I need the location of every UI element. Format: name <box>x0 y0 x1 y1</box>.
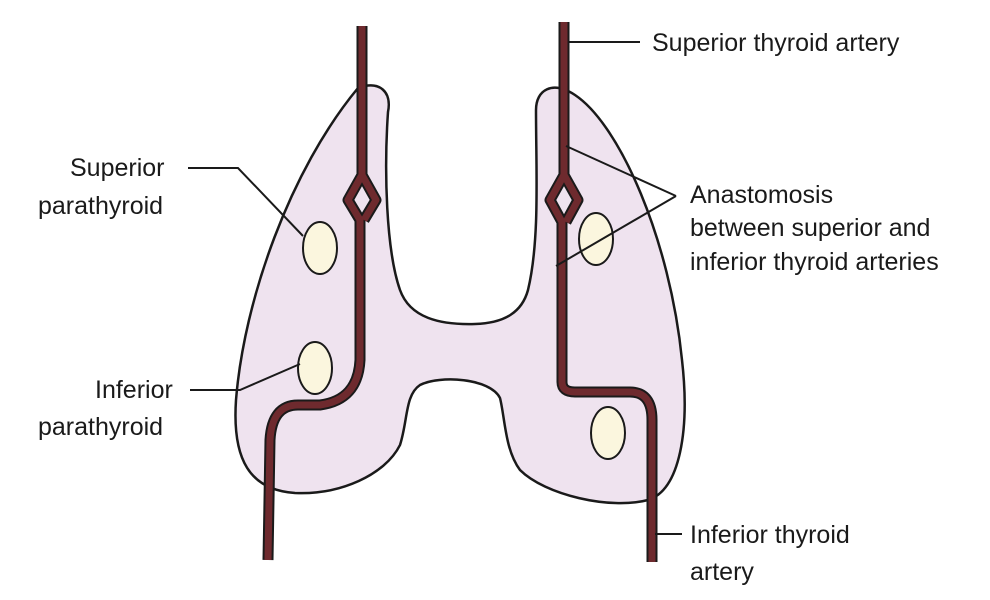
label-superior-parathyroid-line2: parathyroid <box>38 192 163 220</box>
inferior-parathyroid-left <box>297 341 333 395</box>
leader-lines <box>188 41 682 535</box>
leader-anastomosis-upper <box>565 145 677 197</box>
label-inferior-thyroid-artery-line2: artery <box>690 558 754 586</box>
label-superior-parathyroid-line1: Superior <box>70 154 165 182</box>
superior-parathyroid-right <box>578 212 614 266</box>
superior-parathyroid-left <box>302 221 338 275</box>
left-artery-system <box>262 26 382 561</box>
leader-inferior-parathyroid <box>190 363 301 391</box>
label-anastomosis-line2: between superior and <box>690 214 930 242</box>
label-anastomosis-line3: inferior thyroid arteries <box>690 248 939 276</box>
labels: Superior thyroid artery Superior parathy… <box>38 29 939 586</box>
label-superior-thyroid-artery: Superior thyroid artery <box>652 29 900 57</box>
leader-anastomosis-lower <box>555 195 677 267</box>
label-inferior-parathyroid-line2: parathyroid <box>38 413 163 441</box>
label-inferior-parathyroid-line1: Inferior <box>95 376 173 404</box>
inferior-parathyroid-right <box>590 406 626 460</box>
label-inferior-thyroid-artery-line1: Inferior thyroid <box>690 521 850 549</box>
right-artery-system <box>544 22 658 562</box>
label-anastomosis-line1: Anastomosis <box>690 181 833 209</box>
leader-superior-parathyroid <box>188 167 304 237</box>
